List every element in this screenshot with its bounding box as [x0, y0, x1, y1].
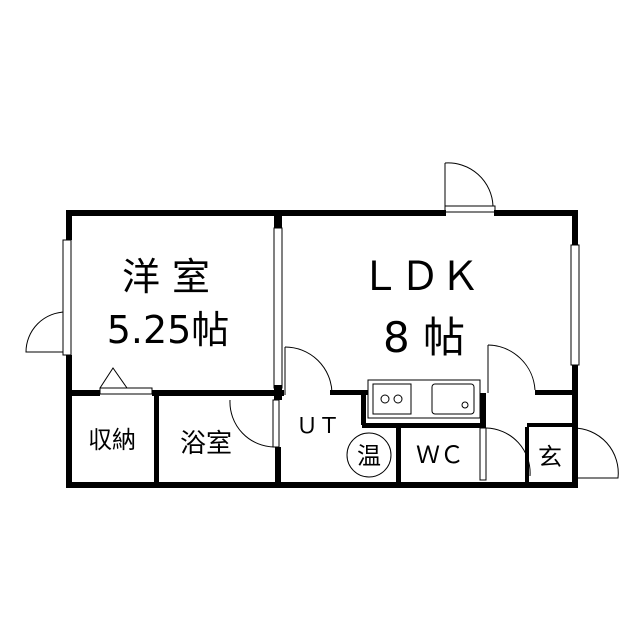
sliding-partition [273, 227, 283, 389]
western-room-door [25, 311, 67, 353]
ldk-size: 8 帖 [383, 313, 465, 362]
western-room-label: 洋 室 [122, 255, 210, 299]
entrance-label: 玄 [538, 443, 562, 471]
wc-door [479, 427, 531, 481]
utility-label: ＵＴ [296, 414, 340, 439]
ut-door [284, 346, 333, 395]
toilet-label: ＷＣ [416, 441, 464, 469]
kitchen-counter [367, 379, 481, 419]
balcony-door [444, 162, 496, 213]
ldk-door [487, 344, 536, 393]
water-heater-circle [346, 432, 392, 478]
bathroom-label: 浴室 [180, 429, 232, 459]
bathroom-door [229, 399, 280, 448]
walls [66, 210, 578, 488]
left-window [62, 239, 72, 356]
water-heater-label: 温 [357, 442, 381, 470]
right-window [570, 244, 580, 366]
western-room-size: 5.25帖 [107, 308, 230, 352]
entrance-door [572, 427, 619, 479]
storage-label: 収納 [88, 426, 136, 454]
storage-access-mark [99, 367, 128, 389]
ldk-label: ＬＤＫ [360, 254, 480, 300]
